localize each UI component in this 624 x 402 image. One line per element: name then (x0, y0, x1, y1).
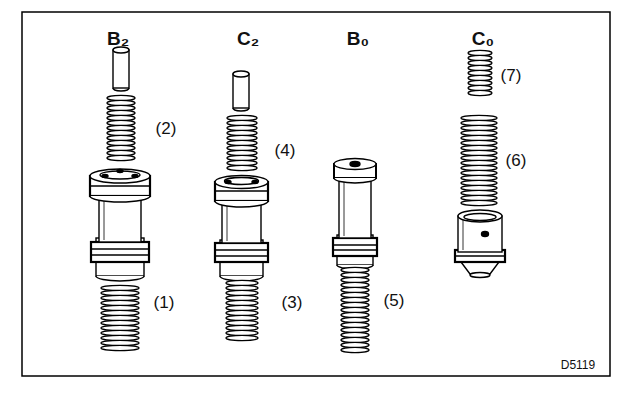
callout-number: (6) (506, 152, 527, 169)
pin (233, 71, 249, 111)
frame (22, 12, 610, 376)
coil-spring (101, 285, 139, 350)
spring-coil (468, 90, 492, 95)
group-label: C₂ (237, 29, 259, 48)
callout-number: (7) (501, 67, 522, 84)
callout-number: (1) (154, 294, 175, 311)
accumulator-piston (455, 210, 505, 278)
group-label: B₂ (107, 29, 129, 48)
spring-coil (107, 155, 135, 160)
pin (113, 47, 129, 91)
group-label: B₀ (347, 29, 369, 48)
coil-spring (341, 267, 369, 352)
callout-number: (2) (156, 120, 177, 137)
accumulator-piston (333, 159, 377, 270)
spring-coil (341, 347, 369, 352)
coil-spring (461, 115, 497, 205)
spring-coil (101, 345, 139, 350)
callout-number: (4) (275, 142, 296, 159)
accumulator-piston (90, 169, 150, 281)
spring-coil (226, 335, 258, 340)
callout-number: (3) (282, 294, 303, 311)
parts (90, 47, 505, 281)
figure-code: D5119 (561, 359, 595, 371)
spring-coil (461, 200, 497, 205)
group-label: C₀ (472, 29, 494, 48)
coil-spring (226, 280, 258, 340)
callout-number: (5) (384, 292, 405, 309)
coil-spring (227, 115, 257, 170)
springs (101, 50, 497, 352)
coil-spring (468, 50, 492, 95)
spring-coil (227, 165, 257, 170)
accumulator-piston (215, 176, 268, 282)
coil-spring (107, 95, 135, 160)
